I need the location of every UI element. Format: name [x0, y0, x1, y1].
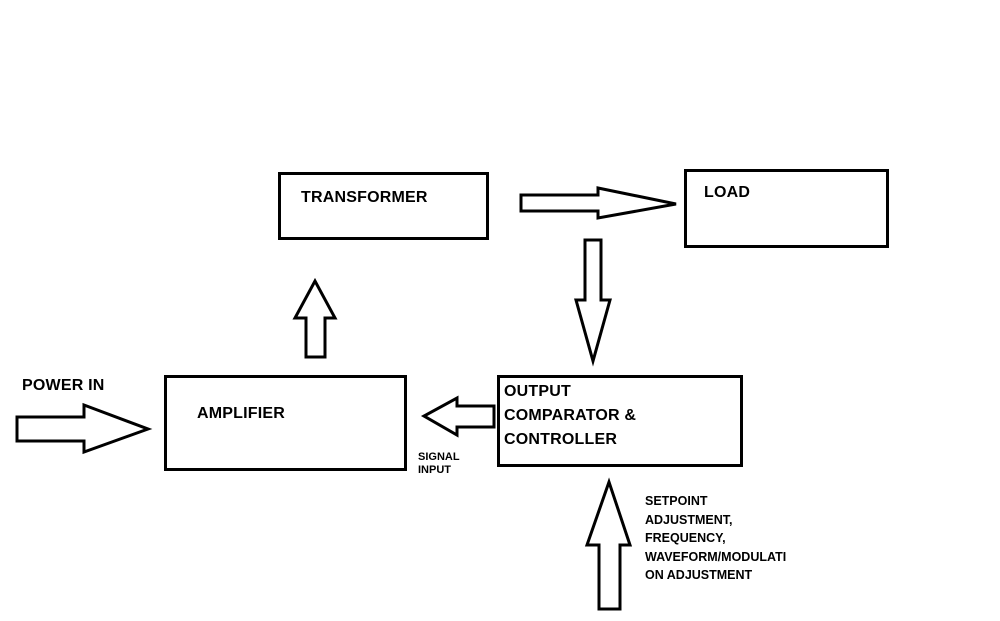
- setpoint-arrow: [584, 477, 633, 611]
- amplifier-block: AMPLIFIER: [164, 375, 407, 471]
- transformer-to-controller-arrow: [574, 238, 612, 367]
- signal-input-line-2: INPUT: [418, 464, 451, 476]
- controller-label-line-1: OUTPUT: [504, 383, 571, 400]
- setpoint-line-1: SETPOINT: [645, 494, 708, 508]
- signal-input-label: SIGNAL INPUT: [418, 451, 460, 477]
- transformer-block: TRANSFORMER: [278, 172, 489, 240]
- setpoint-label: SETPOINT ADJUSTMENT, FREQUENCY, WAVEFORM…: [645, 492, 786, 585]
- power-in-arrow: [15, 402, 153, 455]
- amplifier-label: AMPLIFIER: [197, 405, 286, 422]
- signal-input-line-1: SIGNAL: [418, 451, 460, 463]
- controller-block: OUTPUT COMPARATOR & CONTROLLER: [497, 375, 743, 467]
- controller-label-line-2: COMPARATOR &: [504, 407, 637, 424]
- amplifier-to-transformer-arrow: [292, 277, 338, 359]
- setpoint-line-5: ON ADJUSTMENT: [645, 568, 753, 582]
- transformer-to-load-arrow: [519, 186, 677, 220]
- power-in-label: POWER IN: [22, 377, 105, 394]
- transformer-label: TRANSFORMER: [301, 189, 428, 206]
- setpoint-line-3: FREQUENCY,: [645, 531, 726, 545]
- controller-label-line-3: CONTROLLER: [504, 431, 618, 448]
- signal-input-arrow: [420, 395, 496, 438]
- setpoint-line-2: ADJUSTMENT,: [645, 512, 733, 527]
- load-block: LOAD: [684, 169, 889, 248]
- setpoint-line-4: WAVEFORM/MODULATI: [645, 549, 787, 564]
- load-label: LOAD: [704, 184, 751, 201]
